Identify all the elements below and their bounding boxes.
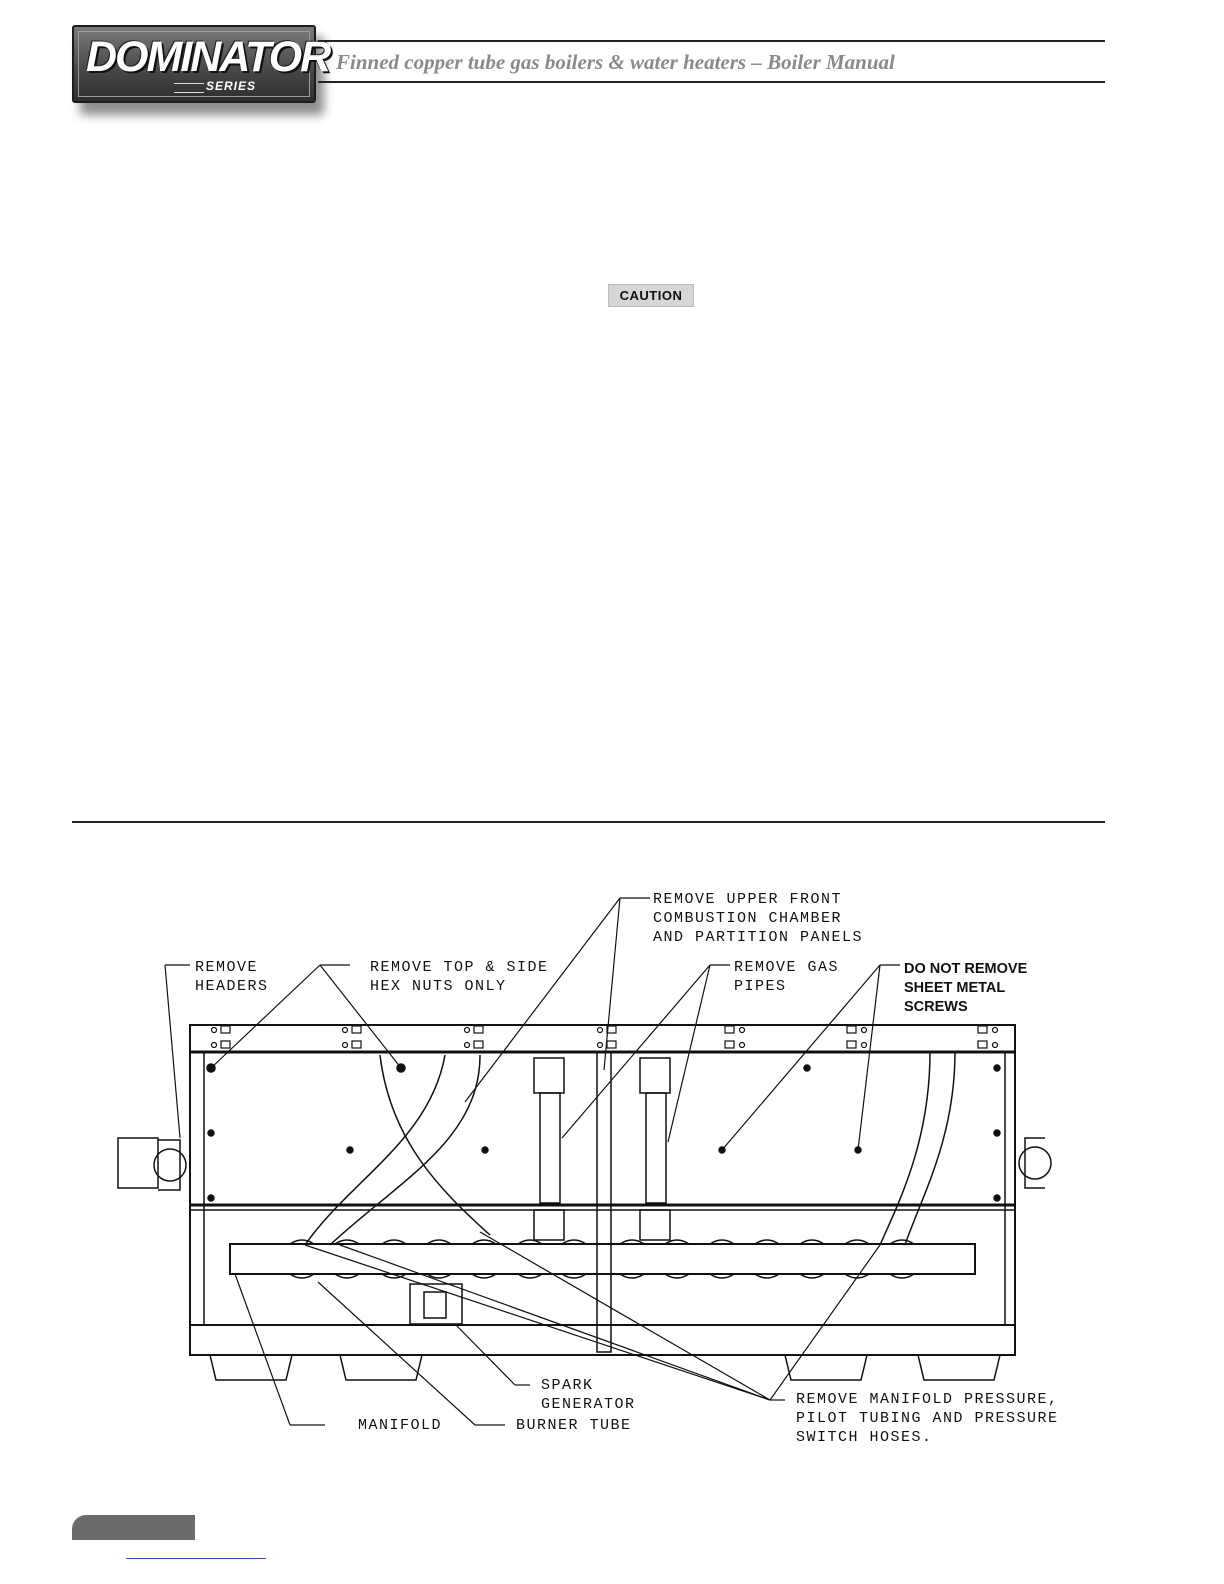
spark-generator-core <box>423 1291 447 1319</box>
logo-wordmark: DOMINATOR <box>86 33 331 81</box>
center-divider <box>596 1051 612 1353</box>
callout-do-not-remove: DO NOT REMOVE SHEET METAL SCREWS <box>904 961 1028 1015</box>
logo-series: SERIES <box>206 79 257 93</box>
section-divider <box>72 821 1105 823</box>
header-rule-bottom <box>318 81 1105 83</box>
callout-manifold: MANIFOLD <box>358 1417 443 1434</box>
callout-upper-front-panels: REMOVE UPPER FRONT COMBUSTION CHAMBER AN… <box>653 891 864 946</box>
burner-tubes <box>289 1239 915 1279</box>
pilot-tubing <box>304 1051 956 1246</box>
footer-link-underline[interactable] <box>126 1558 266 1559</box>
leader-lines <box>164 897 900 1426</box>
header-right <box>1018 1137 1052 1189</box>
callout-hex-nuts: REMOVE TOP & SIDE HEX NUTS ONLY <box>370 959 549 995</box>
callout-gas-pipes: REMOVE GAS PIPES <box>734 959 840 995</box>
header-rule-top <box>318 40 1105 42</box>
boiler-disassembly-figure: REMOVE HEADERS REMOVE TOP & SIDE HEX NUT… <box>100 880 1110 1485</box>
cabinet-outline <box>189 1024 1016 1356</box>
header-left <box>117 1137 187 1191</box>
caution-badge: CAUTION <box>608 284 694 307</box>
callout-burner-tube: BURNER TUBE <box>516 1417 632 1434</box>
manifold-bar <box>229 1243 976 1275</box>
boiler-drawing <box>117 897 1052 1426</box>
callout-manifold-pressure: REMOVE MANIFOLD PRESSURE, PILOT TUBING A… <box>796 1391 1059 1446</box>
logo-frame <box>78 31 310 97</box>
spark-generator-box <box>409 1283 463 1325</box>
header-title: Finned copper tube gas boilers & water h… <box>336 50 895 74</box>
top-rail-holes <box>210 1025 999 1049</box>
panel-screws <box>206 1063 1001 1202</box>
brand-logo: DOMINATOR SERIES <box>72 25 331 103</box>
gas-pipe-right <box>639 1057 671 1241</box>
logo-speed-lines <box>174 83 204 93</box>
callout-remove-headers: REMOVE HEADERS <box>195 959 269 995</box>
gas-pipe-left <box>533 1057 565 1241</box>
support-legs <box>209 1354 1001 1381</box>
footer-page-tab <box>72 1515 195 1540</box>
callout-spark-generator: SPARK GENERATOR <box>541 1377 636 1413</box>
